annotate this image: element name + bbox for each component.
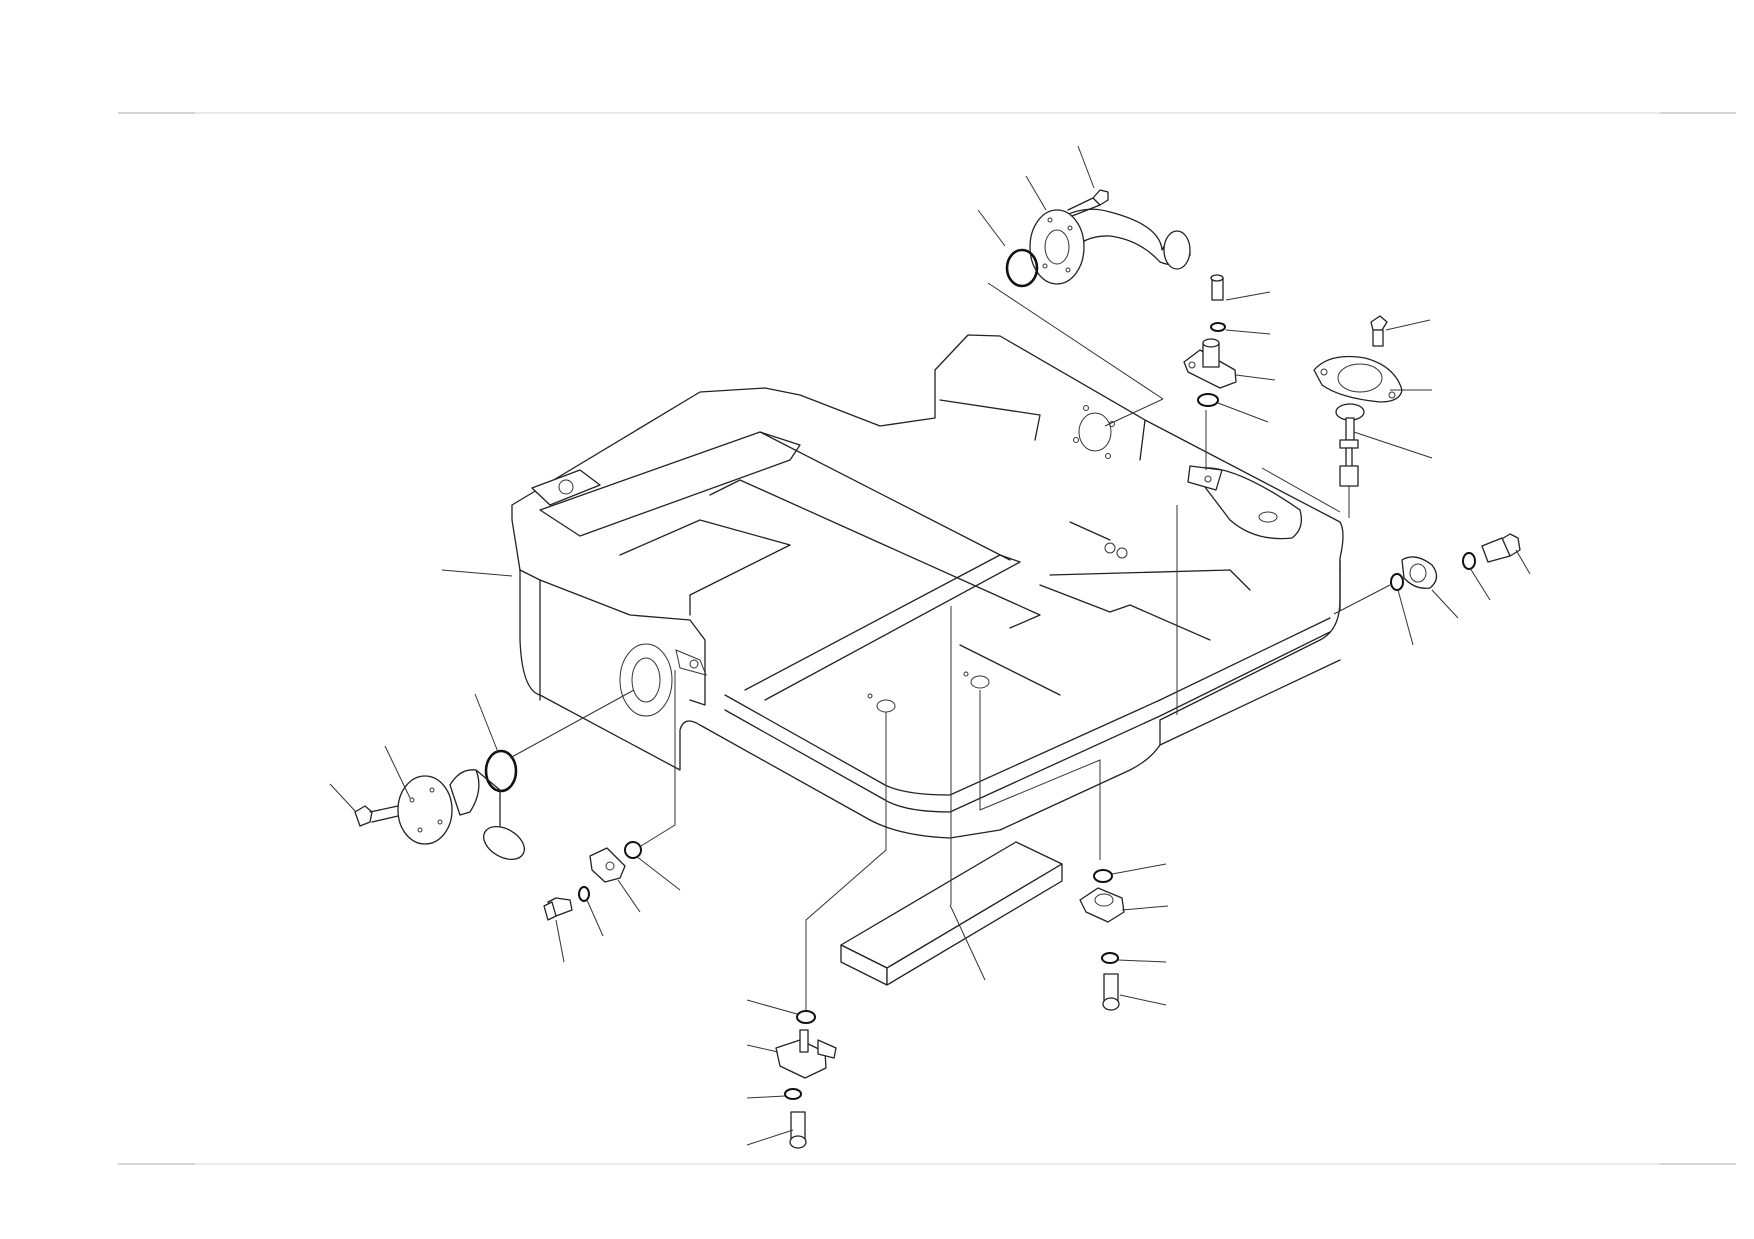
fuel-tank	[511, 334, 1344, 839]
right-side-fitting	[1333, 533, 1531, 646]
page-border-rules	[118, 112, 1736, 1165]
tank-leader	[441, 569, 513, 577]
bottom-right-fitting	[979, 505, 1178, 1011]
bottom-drain-fitting	[746, 606, 952, 1149]
fuel-sender-assembly	[329, 689, 635, 861]
top-flange-fitting	[1183, 274, 1276, 470]
elbow-pipe-assembly	[977, 145, 1191, 427]
level-gauge-assembly	[1261, 315, 1433, 518]
left-front-fitting	[543, 670, 681, 963]
